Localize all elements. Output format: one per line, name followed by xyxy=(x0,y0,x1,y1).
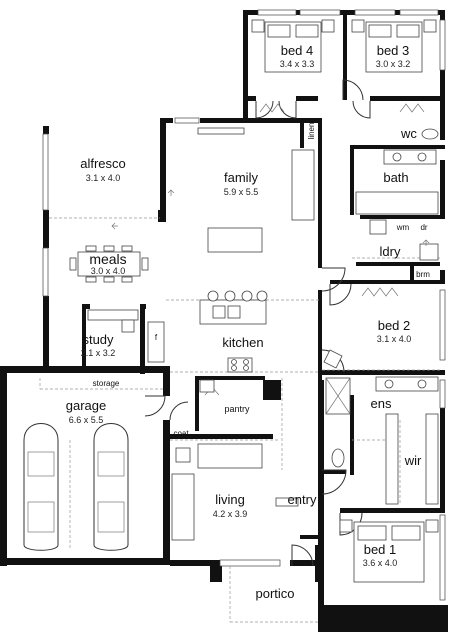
room-name-bed2: bed 2 xyxy=(378,318,411,333)
label-brm: brm xyxy=(416,270,430,279)
small-labels: linen storage pantry coat brm wm dr f xyxy=(93,123,431,438)
label-wm: wm xyxy=(396,223,410,232)
label-coat: coat xyxy=(173,429,189,438)
room-labels: bed 4 3.4 x 3.3 bed 3 3.0 x 3.2 alfresco… xyxy=(66,43,422,601)
room-name-study: study xyxy=(82,332,114,347)
room-dims-living: 4.2 x 3.9 xyxy=(213,509,248,519)
room-dims-bed4: 3.4 x 3.3 xyxy=(280,59,315,69)
room-name-family: family xyxy=(224,170,258,185)
room-dims-bed1: 3.6 x 4.0 xyxy=(363,558,398,568)
room-name-meals: meals xyxy=(89,251,126,267)
room-name-entry: entry xyxy=(288,492,317,507)
label-f: f xyxy=(155,333,158,342)
room-dims-alfresco: 3.1 x 4.0 xyxy=(86,173,121,183)
room-name-bed4: bed 4 xyxy=(281,43,314,58)
room-name-bed1: bed 1 xyxy=(364,542,397,557)
arrows xyxy=(111,189,430,246)
room-name-ldry: ldry xyxy=(380,244,401,259)
room-name-bath: bath xyxy=(383,170,408,185)
room-name-portico: portico xyxy=(255,586,294,601)
label-storage: storage xyxy=(93,379,120,388)
room-name-ens: ens xyxy=(371,396,392,411)
room-dims-garage: 6.6 x 5.5 xyxy=(69,415,104,425)
room-dims-meals: 3.0 x 4.0 xyxy=(91,266,126,276)
room-name-garage: garage xyxy=(66,398,106,413)
room-dims-bed2: 3.1 x 4.0 xyxy=(377,334,412,344)
room-name-wc: wc xyxy=(400,126,417,141)
fixtures xyxy=(23,19,439,583)
room-dims-bed3: 3.0 x 3.2 xyxy=(376,59,411,69)
room-name-bed3: bed 3 xyxy=(377,43,410,58)
room-name-wir: wir xyxy=(404,453,422,468)
label-linen: linen xyxy=(307,123,316,140)
room-dims-study: 2.1 x 3.2 xyxy=(81,348,116,358)
label-pantry: pantry xyxy=(224,404,250,414)
room-name-living: living xyxy=(215,492,245,507)
label-dr: dr xyxy=(420,223,427,232)
windows xyxy=(42,9,446,601)
room-name-kitchen: kitchen xyxy=(222,335,263,350)
room-dims-family: 5.9 x 5.5 xyxy=(224,187,259,197)
room-name-alfresco: alfresco xyxy=(80,156,126,171)
walls xyxy=(0,10,448,632)
